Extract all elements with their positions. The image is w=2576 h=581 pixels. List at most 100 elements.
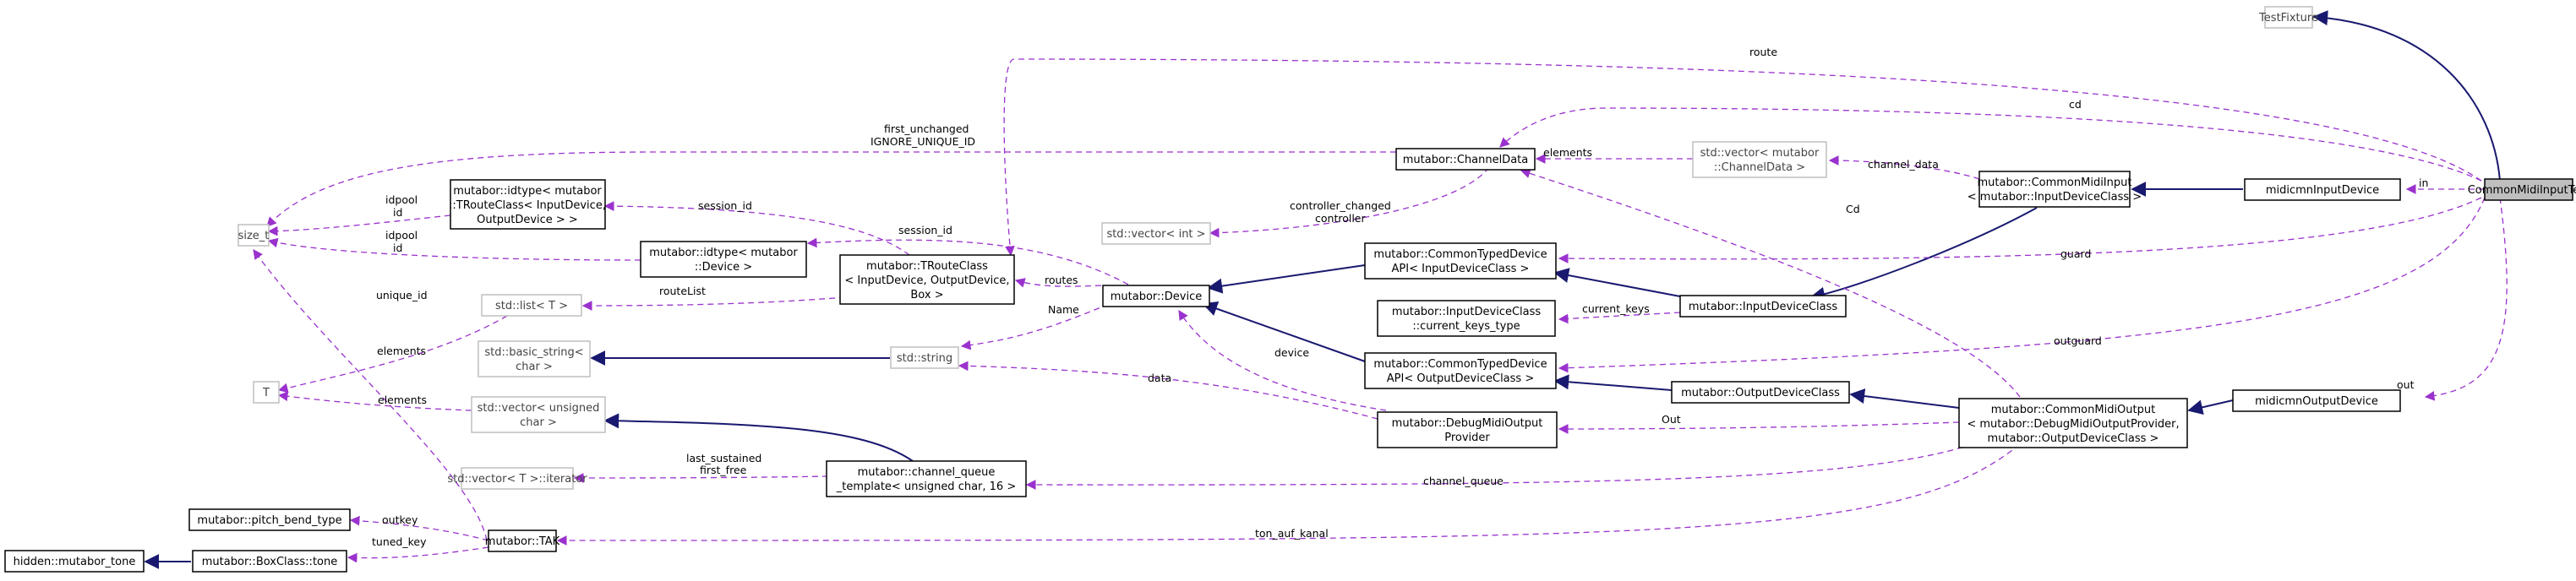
node-size-t[interactable]: size_t — [237, 224, 270, 247]
node-idtype-troute-label-3: OutputDevice > > — [477, 214, 578, 226]
label-idpool-a-2: id — [393, 206, 402, 219]
node-idtype-troute-label-2: ::TRouteClass< InputDevice, — [449, 199, 606, 212]
node-tak[interactable]: mutabor::TAK — [485, 529, 560, 552]
label-controller-changed-2: controller — [1315, 212, 1366, 225]
edge-ctd-output-to-device — [1202, 301, 1366, 362]
node-vector-uchar[interactable]: std::vector< unsigned char > — [471, 396, 606, 433]
edge-channel-queue — [1025, 443, 1973, 490]
label-route: route — [1749, 46, 1777, 58]
label-guard: guard — [2060, 247, 2091, 260]
node-outputdeviceclass[interactable]: mutabor::OutputDeviceClass — [1671, 381, 1850, 404]
node-channeldata[interactable]: mutabor::ChannelData — [1395, 148, 1536, 171]
label-unique-id: unique_id — [376, 289, 428, 301]
edge-outguard — [1558, 197, 2486, 373]
node-commonmidioutput-label-1: mutabor::CommonMidiOutput — [1991, 404, 2155, 416]
node-commonmidioutput[interactable]: mutabor::CommonMidiOutput < mutabor::Deb… — [1958, 398, 2188, 448]
node-current-keys-type[interactable]: mutabor::InputDeviceClass ::current_keys… — [1377, 300, 1556, 337]
node-testfixture[interactable]: TestFixture — [2258, 6, 2318, 29]
node-idtype-troute[interactable]: mutabor::idtype< mutabor ::TRouteClass< … — [449, 179, 606, 230]
edge-elements-vec — [277, 391, 472, 411]
node-midicmninputdevice[interactable]: midicmnInputDevice — [2244, 178, 2401, 201]
node-midicmnoutputdevice[interactable]: midicmnOutputDevice — [2232, 389, 2401, 412]
node-list-t[interactable]: std::list< T > — [481, 294, 582, 317]
node-boxclass-tone[interactable]: mutabor::BoxClass::tone — [192, 550, 347, 573]
label-idpool-a-1: idpool — [385, 193, 418, 206]
node-idtype-device[interactable]: mutabor::idtype< mutabor ::Device > — [640, 241, 807, 278]
node-commonmidiinput[interactable]: mutabor::CommonMidiInput < mutabor::Inpu… — [1967, 171, 2142, 208]
inheritance-edges — [144, 10, 2501, 569]
label-session-id-a: session_id — [698, 199, 752, 212]
edge-outputdeviceclass-to-ctd-output — [1553, 374, 1673, 391]
label-channel-queue: channel_queue — [1423, 475, 1504, 487]
node-debugmidioutputprovider-label-1: mutabor::DebugMidiOutput — [1392, 417, 1543, 430]
node-idtype-device-label-2: ::Device > — [695, 261, 752, 274]
label-last-sustained-2: first_free — [700, 464, 747, 476]
edge-tuned-key — [347, 546, 489, 563]
edge-data — [958, 361, 1378, 420]
node-channel-queue[interactable]: mutabor::channel_queue _template< unsign… — [826, 460, 1027, 497]
label-routelist: routeList — [659, 285, 706, 297]
nodes: TestFixture CommonMidiInputTest midicmnI… — [4, 6, 2576, 573]
node-string[interactable]: std::string — [890, 346, 959, 369]
edge-first-unchanged — [266, 151, 1396, 227]
edge-cd — [1499, 107, 2482, 182]
node-ctd-input[interactable]: mutabor::CommonTypedDevice API< InputDev… — [1364, 242, 1557, 280]
node-pitch-bend-type-label: mutabor::pitch_bend_type — [197, 514, 341, 527]
node-troute[interactable]: mutabor::TRouteClass < InputDevice, Outp… — [839, 254, 1015, 305]
node-device[interactable]: mutabor::Device — [1102, 285, 1210, 307]
edge-labels: route cd Cd first_unchanged IGNORE_UNIQU… — [372, 46, 2428, 548]
node-vector-channeldata[interactable]: std::vector< mutabor ::ChannelData > — [1692, 141, 1827, 178]
node-midicmnoutputdevice-label: midicmnOutputDevice — [2255, 395, 2378, 408]
label-current-keys: current_keys — [1582, 302, 1650, 315]
label-session-id-b: session_id — [898, 224, 952, 236]
node-channel-queue-label-2: _template< unsigned char, 16 > — [836, 481, 1016, 493]
label-elements-list: elements — [377, 345, 426, 357]
node-boxclass-tone-label: mutabor::BoxClass::tone — [202, 556, 337, 568]
label-out: out — [2397, 378, 2415, 391]
node-basic-string-label-1: std::basic_string< — [484, 346, 583, 359]
label-outguard: outguard — [2054, 334, 2102, 347]
label-name: Name — [1048, 303, 1079, 316]
edge-session-id-a — [603, 201, 910, 256]
edge-out-upper — [1558, 421, 1960, 434]
label-data: data — [1148, 372, 1171, 384]
edge-idpool-b — [267, 237, 641, 261]
edge-ctd-input-to-device — [1207, 264, 1366, 294]
node-ctd-input-label-2: API< InputDeviceClass > — [1392, 263, 1530, 275]
label-out-upper: Out — [1662, 413, 1681, 426]
node-commonmidiinputtest[interactable]: CommonMidiInputTest — [2468, 178, 2576, 201]
node-t-label: T — [262, 387, 270, 399]
node-ctd-output-label-2: API< OutputDeviceClass > — [1387, 372, 1534, 385]
node-channeldata-label: mutabor::ChannelData — [1403, 154, 1528, 166]
node-idtype-device-label-1: mutabor::idtype< mutabor — [649, 247, 798, 259]
node-commonmidiinput-label-1: mutabor::CommonMidiInput — [1978, 176, 2132, 189]
node-basic-string[interactable]: std::basic_string< char > — [478, 340, 591, 377]
node-vector-int[interactable]: std::vector< int > — [1101, 222, 1211, 245]
node-vector-uchar-label-1: std::vector< unsigned — [478, 402, 600, 415]
node-vector-uchar-label-2: char > — [520, 416, 557, 429]
node-ctd-output[interactable]: mutabor::CommonTypedDevice API< OutputDe… — [1364, 352, 1557, 389]
node-t[interactable]: T — [253, 381, 280, 404]
edge-controller-changed — [1209, 166, 1490, 238]
node-vector-iterator[interactable]: std::vector< T >::iterator — [447, 467, 587, 490]
node-current-keys-type-label-1: mutabor::InputDeviceClass — [1392, 306, 1542, 318]
edge-routelist — [581, 296, 846, 311]
node-basic-string-label-2: char > — [516, 361, 553, 373]
node-tak-label: mutabor::TAK — [485, 535, 560, 548]
node-debugmidioutputprovider[interactable]: mutabor::DebugMidiOutput Provider — [1377, 411, 1558, 448]
node-inputdeviceclass-label: mutabor::InputDeviceClass — [1689, 301, 1838, 313]
node-outputdeviceclass-label: mutabor::OutputDeviceClass — [1681, 387, 1840, 399]
node-vector-iterator-label: std::vector< T >::iterator — [447, 473, 587, 486]
node-commonmidioutput-label-2: < mutabor::DebugMidiOutputProvider, — [1967, 418, 2179, 431]
label-idpool-b-1: idpool — [385, 229, 418, 242]
node-inputdeviceclass[interactable]: mutabor::InputDeviceClass — [1679, 295, 1847, 318]
label-cd-upper: Cd — [1846, 203, 1860, 215]
node-pitch-bend-type[interactable]: mutabor::pitch_bend_type — [188, 508, 351, 531]
edge-name — [960, 303, 1110, 350]
edge-ton-auf-kanal — [556, 443, 2021, 546]
label-idpool-b-2: id — [393, 242, 402, 254]
node-hidden-tone[interactable]: hidden::mutabor_tone — [4, 550, 145, 573]
label-cd: cd — [2069, 98, 2082, 111]
